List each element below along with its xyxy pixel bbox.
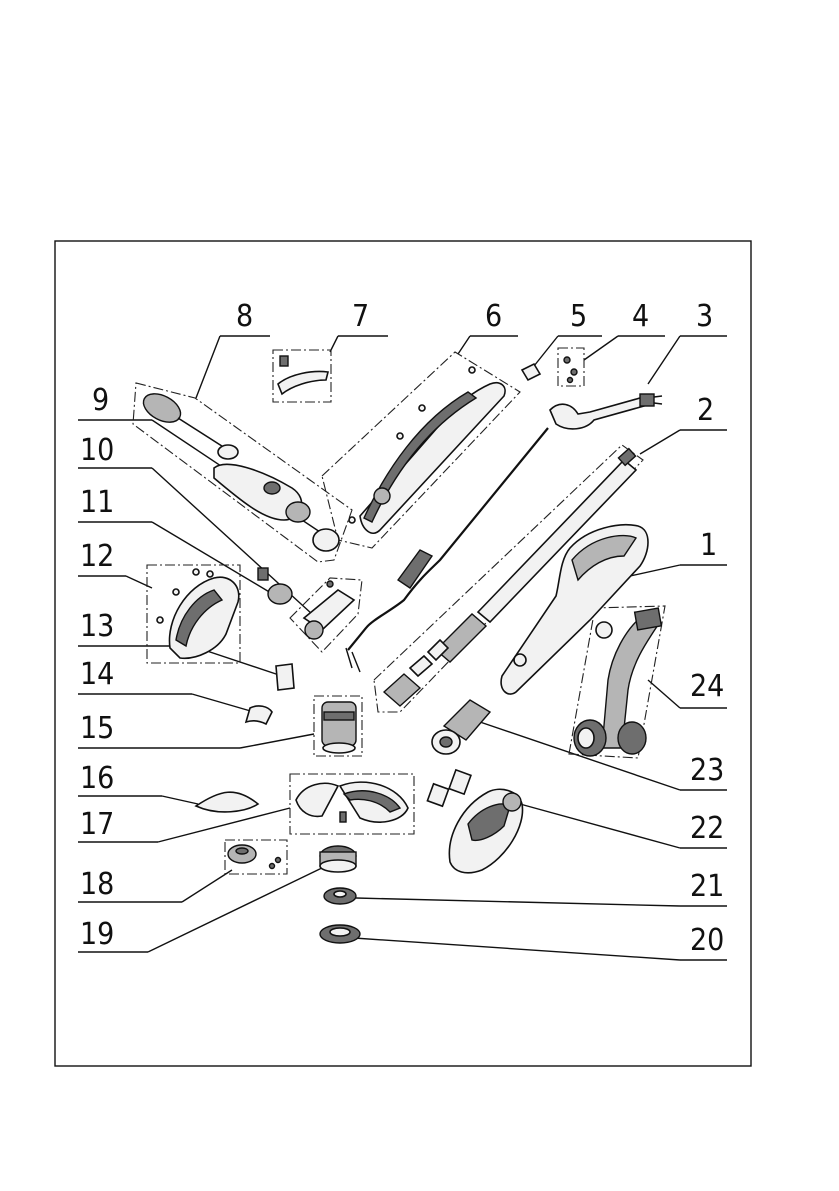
part-number-3: 3 — [696, 299, 713, 334]
part-number-7: 7 — [352, 299, 369, 334]
callout-8: 8 — [196, 299, 270, 398]
part-number-1: 1 — [700, 528, 717, 563]
callout-18: 18 — [78, 867, 232, 902]
wheel-arm — [574, 608, 661, 756]
callout-4: 4 — [584, 299, 665, 360]
spool-holder — [228, 845, 281, 869]
part-number-5: 5 — [570, 299, 587, 334]
part-number-22: 22 — [690, 811, 724, 846]
callout-14: 14 — [78, 657, 254, 712]
callout-22: 22 — [520, 804, 727, 848]
bearing-bracket — [304, 581, 354, 639]
part-number-6: 6 — [485, 299, 502, 334]
motor-housing — [427, 770, 522, 873]
spool-cover — [320, 925, 360, 943]
tube-connector — [432, 700, 490, 754]
callout-24: 24 — [648, 669, 727, 708]
spacer-block — [276, 664, 294, 690]
callout-15: 15 — [78, 711, 314, 748]
part-number-16: 16 — [80, 761, 114, 796]
part-number-19: 19 — [80, 917, 114, 952]
guard-housing — [157, 569, 239, 658]
switch-lever — [278, 356, 328, 394]
callout-16: 16 — [78, 761, 198, 804]
callout-7: 7 — [330, 299, 388, 352]
motor — [322, 702, 356, 753]
part-number-12: 12 — [80, 539, 114, 574]
part-number-2: 2 — [697, 393, 714, 428]
part-number-14: 14 — [80, 657, 114, 692]
front-handle-assembly — [139, 388, 339, 551]
part-number-13: 13 — [80, 609, 114, 644]
part-number-10: 10 — [80, 433, 114, 468]
power-cord — [550, 394, 662, 429]
callout-6: 6 — [458, 299, 518, 354]
internal-wiring — [346, 428, 548, 672]
cable-clip — [522, 364, 540, 380]
part-number-11: 11 — [80, 485, 114, 520]
motor-coupling — [258, 568, 292, 604]
part-number-17: 17 — [80, 807, 114, 842]
part-number-18: 18 — [80, 867, 114, 902]
part-number-20: 20 — [690, 923, 724, 958]
diagram-frame — [55, 241, 751, 1066]
screw-set — [564, 357, 577, 383]
part-number-8: 8 — [236, 299, 253, 334]
callout-5: 5 — [534, 299, 602, 366]
edge-guide-wire — [196, 792, 258, 812]
line-spool — [324, 888, 356, 904]
spool-housing — [320, 846, 356, 872]
pad — [246, 706, 272, 724]
part-number-23: 23 — [690, 753, 724, 788]
part-number-4: 4 — [632, 299, 649, 334]
protective-guard — [296, 782, 408, 822]
callout-3: 3 — [648, 299, 727, 384]
part-number-15: 15 — [80, 711, 114, 746]
part-number-9: 9 — [92, 383, 109, 418]
callout-19: 19 — [78, 866, 326, 952]
part-number-21: 21 — [690, 869, 724, 904]
part-number-24: 24 — [690, 669, 724, 704]
callout-17: 17 — [78, 807, 290, 842]
callout-20: 20 — [354, 923, 727, 960]
callout-21: 21 — [356, 869, 727, 906]
callout-12: 12 — [78, 539, 152, 588]
